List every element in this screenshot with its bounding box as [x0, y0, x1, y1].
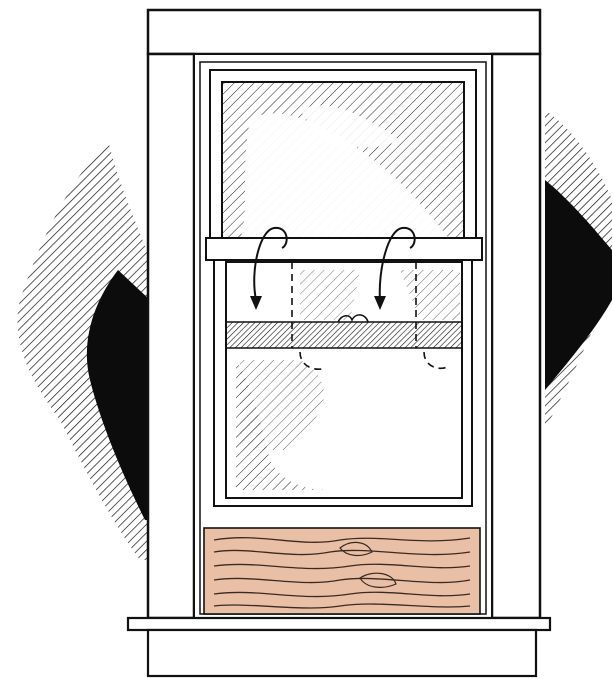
- window-apron: [148, 630, 536, 676]
- meeting-rail-board: [226, 322, 462, 348]
- lower-sash: [206, 238, 482, 506]
- head-casing: [148, 10, 540, 54]
- left-side-casing: [148, 54, 194, 618]
- window-sill: [128, 618, 550, 630]
- right-side-casing: [492, 54, 540, 618]
- wood-board: [204, 528, 480, 614]
- upper-sash: [210, 70, 476, 242]
- wall-shadow-right: [545, 110, 612, 430]
- wall-shadow-left: [17, 140, 150, 560]
